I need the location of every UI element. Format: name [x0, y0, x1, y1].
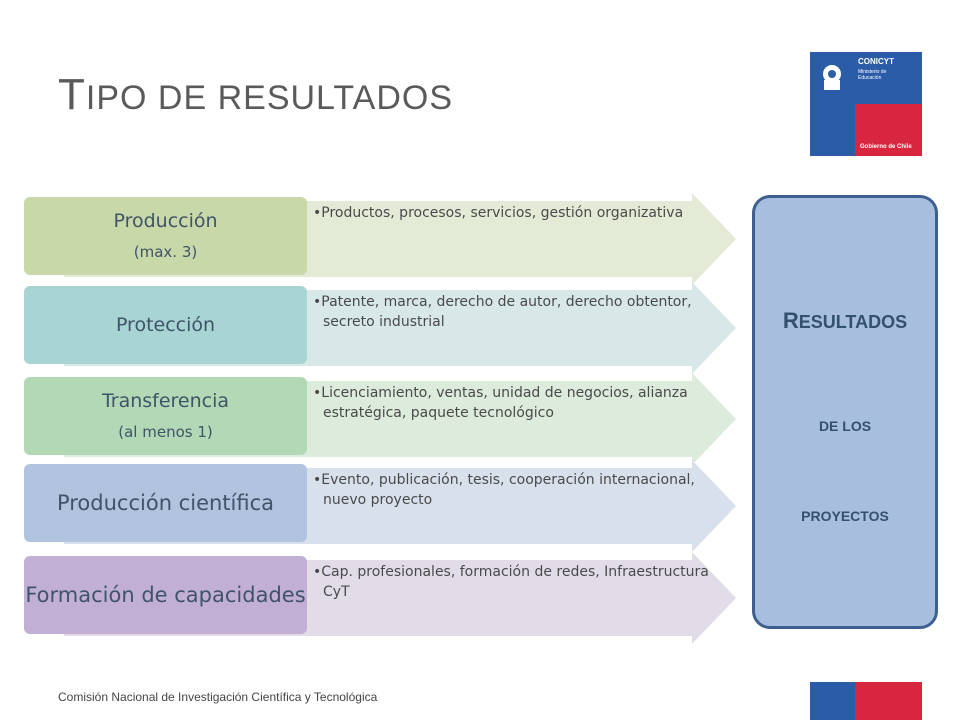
results-line3: PROYECTOS [801, 508, 889, 524]
category-description: •Productos, procesos, servicios, gestión… [313, 205, 684, 221]
bullet-icon: • [313, 385, 322, 401]
bullet-icon: • [313, 564, 322, 580]
bullet-icon: • [313, 472, 322, 488]
category-label: Protección [115, 314, 216, 336]
category-box: Formación de capacidades [24, 556, 307, 634]
category-sublabel: (al menos 1) [118, 423, 213, 441]
flag-strip [810, 682, 922, 720]
footer-text: Comisión Nacional de Investigación Cient… [58, 690, 378, 704]
category-box: Producción (max. 3) [24, 197, 307, 275]
category-label: Transferencia [101, 390, 230, 412]
result-row: Protección •Patente, marca, derecho de au… [24, 282, 764, 374]
result-row: Transferencia (al menos 1) •Licenciamiento… [24, 373, 764, 465]
category-description: •Licenciamiento, ventas, unidad de negoc… [313, 385, 688, 421]
bullet-icon: • [313, 205, 322, 221]
svg-text:Ministerio de: Ministerio de [858, 69, 887, 75]
category-description: •Patente, marca, derecho de autor, derec… [313, 294, 692, 330]
svg-text:Gobierno de Chile: Gobierno de Chile [860, 144, 912, 150]
results-line1: RESULTADOS [782, 308, 908, 333]
category-sublabel: (max. 3) [133, 243, 198, 261]
results-line2: DE LOS [818, 418, 872, 434]
category-label: Producción [113, 210, 218, 232]
category-description: •Cap. profesionales, formación de redes,… [313, 564, 709, 600]
category-label: Producción científica [56, 491, 275, 515]
bullet-icon: • [313, 294, 322, 310]
title-initial: T [58, 70, 86, 119]
coat-of-arms-icon [823, 65, 841, 90]
result-row: Producción (max. 3) •Productos, procesos, … [24, 193, 764, 285]
logo-org: CONICYT [858, 57, 894, 66]
category-box: Protección [24, 286, 307, 364]
results-panel: RESULTADOS DE LOS PROYECTOS [752, 195, 938, 629]
svg-text:Educación: Educación [858, 75, 882, 81]
result-row: Formación de capacidades •Cap. profesiona… [24, 552, 764, 644]
category-box: Producción científica [24, 464, 307, 542]
conicyt-logo: CONICYT Ministerio de Educación Gobierno… [810, 52, 922, 156]
result-row: Producción científica •Evento, publicació… [24, 460, 764, 552]
title-rest: IPO DE RESULTADOS [85, 79, 454, 117]
category-label: Formación de capacidades [25, 583, 306, 607]
category-box: Transferencia (al menos 1) [24, 377, 307, 455]
slide-title: TIPO DE RESULTADOS [58, 70, 453, 120]
category-description: •Evento, publicación, tesis, cooperación… [313, 472, 695, 508]
